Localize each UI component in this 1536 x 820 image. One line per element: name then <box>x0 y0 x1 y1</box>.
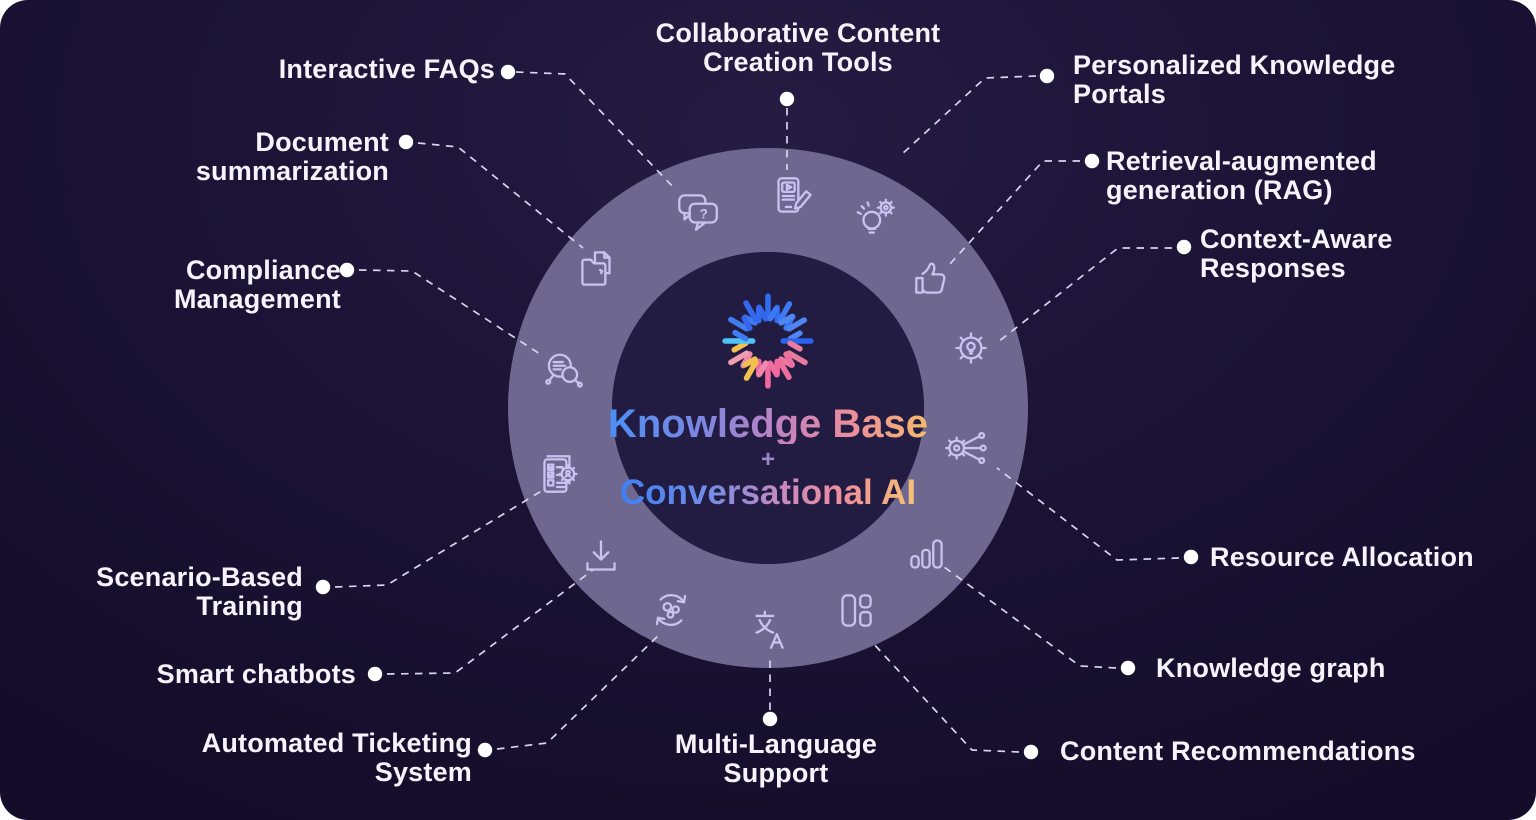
label-line: Support <box>723 758 829 789</box>
connector-document-summarization <box>417 142 584 249</box>
label-line: Automated Ticketing <box>201 728 472 758</box>
label-personalized-portals: Personalized Knowledge Portals <box>1073 50 1396 110</box>
label-rag: Retrieval-augmented generation (RAG) <box>1106 146 1377 206</box>
center-title-knowledge-base: Knowledge Base <box>607 402 929 446</box>
process-gears-icon <box>646 585 696 635</box>
dot-scenario-training <box>315 579 331 595</box>
dot-content-recommendations <box>1023 744 1039 760</box>
label-line: Context-Aware <box>1200 224 1393 254</box>
translate-icon <box>744 605 794 655</box>
label-line: Training <box>196 591 303 622</box>
connector-scenario-training <box>334 489 544 588</box>
dot-rag <box>1084 153 1100 169</box>
label-line: Resource Allocation <box>1210 542 1474 572</box>
label-line: Content Recommendations <box>1060 736 1416 766</box>
connector-smart-chatbots <box>386 569 594 675</box>
layout-blocks-icon <box>830 586 880 636</box>
label-content-recommendations: Content Recommendations <box>1060 736 1416 766</box>
dot-collaborative-content <box>779 91 795 107</box>
download-icon <box>576 532 626 582</box>
label-line: Retrieval-augmented <box>1106 146 1377 176</box>
dot-smart-chatbots <box>367 666 383 682</box>
thumbs-up-icon <box>908 252 958 302</box>
dot-knowledge-graph <box>1120 660 1136 676</box>
label-smart-chatbots: Smart chatbots <box>156 659 356 689</box>
label-line: Responses <box>1200 253 1346 284</box>
center-title-conversational-ai: Conversational AI <box>619 473 917 512</box>
label-line: Creation Tools <box>703 47 893 78</box>
bar-chart-icon <box>902 529 952 579</box>
inner-circle <box>612 252 924 564</box>
connector-automated-ticketing <box>496 632 662 750</box>
content-creation-tablet-icon <box>765 171 815 221</box>
label-line: Collaborative Content <box>655 18 941 48</box>
label-document-summarization: Document summarization <box>195 127 389 187</box>
label-interactive-faqs: Interactive FAQs <box>278 54 495 84</box>
label-line: generation (RAG) <box>1106 175 1333 206</box>
connector-compliance <box>358 269 541 355</box>
label-collaborative-content: Collaborative Content Creation Tools <box>648 18 948 78</box>
label-compliance: Compliance Management <box>173 255 341 315</box>
center-block: Knowledge Base + Conversational AI <box>608 288 928 510</box>
label-automated-ticketing: Automated Ticketing System <box>201 728 472 788</box>
label-line: Management <box>173 284 341 315</box>
checklist-gear-icon <box>533 450 583 500</box>
label-resource-allocation: Resource Allocation <box>1210 542 1474 572</box>
connector-context-aware <box>997 247 1172 343</box>
dot-interactive-faqs <box>500 64 516 80</box>
dot-document-summarization <box>398 134 414 150</box>
label-scenario-training: Scenario-Based Training <box>96 562 303 622</box>
connector-rag <box>949 160 1080 265</box>
dot-resource-allocation <box>1183 549 1199 565</box>
label-line: Knowledge graph <box>1156 653 1386 683</box>
label-line: Smart chatbots <box>156 659 356 689</box>
connector-knowledge-graph <box>943 566 1117 669</box>
label-context-aware: Context-Aware Responses <box>1200 224 1393 284</box>
label-line: summarization <box>195 156 389 187</box>
dot-multi-language <box>762 711 778 727</box>
label-knowledge-graph: Knowledge graph <box>1156 653 1386 683</box>
label-line: Personalized Knowledge <box>1073 50 1396 80</box>
label-line: System <box>374 757 472 788</box>
label-line: Compliance <box>185 255 341 285</box>
faq-chat-icon: ? <box>672 186 722 236</box>
color-burst-logo <box>722 293 814 389</box>
svg-text:?: ? <box>700 206 708 221</box>
gear-bulb-icon <box>946 323 996 373</box>
label-line: Portals <box>1073 79 1166 110</box>
label-line: Document <box>255 127 389 157</box>
label-line: Interactive FAQs <box>278 54 495 84</box>
connector-personalized-portals <box>900 75 1037 156</box>
chat-search-icon <box>538 348 588 398</box>
label-multi-language: Multi-Language Support <box>626 729 926 789</box>
connector-interactive-faqs <box>515 71 677 191</box>
label-line: Multi-Language <box>674 729 878 759</box>
connector-content-recommendations <box>870 640 1020 753</box>
dot-context-aware <box>1176 239 1192 255</box>
label-line: Scenario-Based <box>96 562 303 592</box>
dot-compliance <box>339 262 355 278</box>
dot-automated-ticketing <box>477 742 493 758</box>
bulb-gear-icon <box>852 192 902 242</box>
gear-network-icon <box>940 422 990 472</box>
dot-personalized-portals <box>1039 68 1055 84</box>
folder-document-icon <box>572 243 622 293</box>
center-plus: + <box>760 446 776 473</box>
connector-resource-allocation <box>996 467 1180 561</box>
